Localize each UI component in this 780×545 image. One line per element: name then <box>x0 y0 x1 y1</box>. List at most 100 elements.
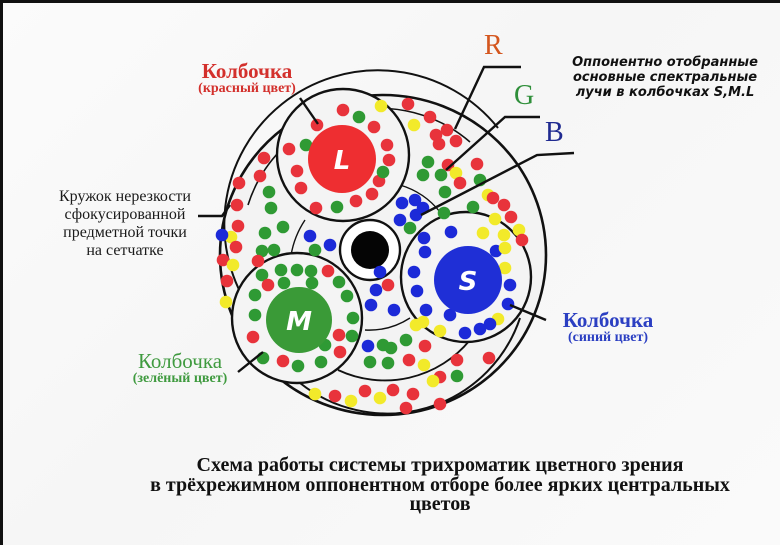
photoreceptor-dot <box>257 151 271 165</box>
photoreceptor-dot <box>361 339 375 353</box>
ring-arc-6 <box>399 184 441 213</box>
photoreceptor-dot <box>305 276 319 290</box>
photoreceptor-dot <box>449 166 463 180</box>
photoreceptor-dot <box>290 164 304 178</box>
photoreceptor-dot <box>376 165 390 179</box>
photoreceptor-dot <box>409 318 423 332</box>
photoreceptor-dot <box>373 391 387 405</box>
photoreceptor-dot <box>503 278 517 292</box>
photoreceptor-dot <box>304 264 318 278</box>
photoreceptor-dot <box>314 355 328 369</box>
photoreceptor-dot <box>450 353 464 367</box>
photoreceptor-dot <box>501 297 515 311</box>
photoreceptor-dot <box>373 265 387 279</box>
photoreceptor-dot <box>381 356 395 370</box>
photoreceptor-dot <box>365 187 379 201</box>
leader-lines <box>198 65 575 373</box>
photoreceptor-dot <box>449 134 463 148</box>
photoreceptor-dot <box>299 138 313 152</box>
photoreceptor-dot <box>387 303 401 317</box>
opponent-line-3: лучи в колбочках S,M.L <box>575 84 755 100</box>
ring-arc-4 <box>337 339 471 382</box>
blur-circle-label: Кружок нерезкости сфокусированной предме… <box>40 188 210 260</box>
photoreceptor-dot <box>433 324 447 338</box>
ring-arc-1 <box>223 69 499 321</box>
photoreceptor-dot <box>276 220 290 234</box>
m-cone-letter: M <box>286 307 312 337</box>
photoreceptor-dot <box>303 229 317 243</box>
photoreceptor-dot <box>410 284 424 298</box>
photoreceptor-dot <box>374 99 388 113</box>
photoreceptor-dot <box>333 345 347 359</box>
photoreceptor-dot <box>483 317 497 331</box>
photoreceptor-dot <box>363 355 377 369</box>
photoreceptor-dot <box>336 103 350 117</box>
red-cone-label: Колбочка (красный цвет) <box>172 60 322 97</box>
green-cone-title: Колбочка <box>137 349 223 373</box>
photoreceptor-dot <box>258 226 272 240</box>
photoreceptor-dot <box>498 241 512 255</box>
photoreceptor-dot <box>248 308 262 322</box>
photoreceptor-dot <box>406 387 420 401</box>
photoreceptor-dot <box>290 263 304 277</box>
photoreceptor-dot <box>497 228 511 242</box>
photoreceptor-dot <box>323 238 337 252</box>
photoreceptor-dot <box>294 181 308 195</box>
photoreceptor-dot <box>364 298 378 312</box>
photoreceptor-dot <box>264 201 278 215</box>
photoreceptor-dot <box>444 225 458 239</box>
photoreceptor-dot <box>512 223 526 237</box>
blue-cone-subtitle: (синий цвет) <box>567 330 649 346</box>
blur-line-2: сфокусированной <box>64 205 186 223</box>
s-cone-letter: S <box>459 267 478 297</box>
photoreceptor-dot <box>486 191 500 205</box>
blur-circle-leader <box>198 204 231 218</box>
photoreceptor-dot <box>262 185 276 199</box>
photoreceptor-dot <box>438 185 452 199</box>
photoreceptor-dot <box>220 274 234 288</box>
photoreceptor-dot <box>226 258 240 272</box>
photoreceptor-dot <box>426 374 440 388</box>
photoreceptor-dot <box>382 153 396 167</box>
blur-line-4: на сетчатке <box>86 241 164 259</box>
photoreceptor-dot <box>498 261 512 275</box>
photoreceptor-dot <box>482 351 496 365</box>
photoreceptor-dot <box>340 289 354 303</box>
focal-point <box>351 231 389 269</box>
photoreceptor-dot <box>215 228 229 242</box>
photoreceptor-dot <box>384 341 398 355</box>
photoreceptor-dot <box>418 245 432 259</box>
photoreceptor-dot <box>504 210 518 224</box>
ring-arc-7 <box>364 317 411 331</box>
photoreceptor-dot <box>395 196 409 210</box>
photoreceptor-dot <box>401 97 415 111</box>
photoreceptor-dot <box>434 168 448 182</box>
photoreceptor-dot <box>308 243 322 257</box>
m-cone-nucleus <box>266 287 332 353</box>
photoreceptor-dot <box>216 253 230 267</box>
photoreceptor-dot <box>246 330 260 344</box>
b-label: B <box>545 117 564 148</box>
photoreceptor-dot <box>458 326 472 340</box>
photoreceptor-dot <box>253 169 267 183</box>
photoreceptor-dot <box>399 401 413 415</box>
photoreceptor-dot <box>321 264 335 278</box>
photoreceptor-dot <box>402 353 416 367</box>
photoreceptor-dot <box>261 278 275 292</box>
photoreceptor-dot <box>369 283 383 297</box>
photoreceptor-dot <box>421 155 435 169</box>
photoreceptor-dot <box>231 219 245 233</box>
r-label: R <box>484 30 503 61</box>
caption-line-1: Схема работы системы трихроматик цветног… <box>196 454 684 476</box>
photoreceptor-dot <box>433 397 447 411</box>
diagram-caption: Схема работы системы трихроматик цветног… <box>100 454 780 515</box>
photoreceptor-dot <box>274 263 288 277</box>
photoreceptor-dot <box>255 268 269 282</box>
photoreceptor-dot <box>277 276 291 290</box>
photoreceptor-dots <box>215 97 529 415</box>
photoreceptor-dot <box>256 351 270 365</box>
photoreceptor-dot <box>470 157 484 171</box>
photoreceptor-dot <box>310 118 324 132</box>
opponent-line-2: основные спектральные <box>572 69 758 85</box>
photoreceptor-dot <box>248 288 262 302</box>
